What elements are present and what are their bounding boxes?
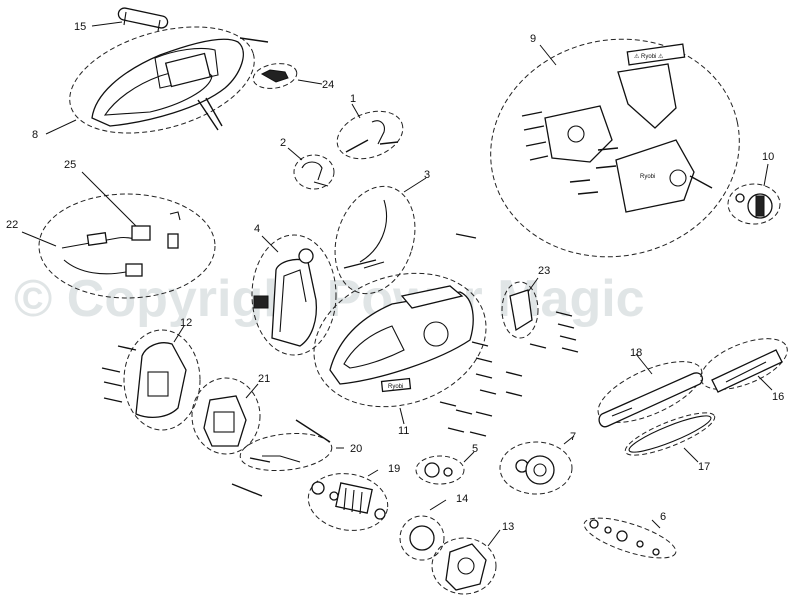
warning-label: ⚠ Ryobi ⚠ [634,53,664,60]
callout-13: 13 [502,521,514,533]
callout-17: 17 [698,461,710,473]
callout-5: 5 [472,443,478,455]
callout-7: 7 [570,431,576,443]
part-group-8-left-housing [69,7,269,134]
part-group-19-armature [307,469,389,531]
part-group-2 [287,147,335,190]
callout-11: 11 [398,425,409,437]
copyright-watermark: © Copyright Power Magic [14,270,645,328]
part-group-1 [336,103,404,160]
callout-9: 9 [530,33,536,45]
part-group-6 [583,517,677,559]
part-group-9: ⚠ Ryobi ⚠ Ryobi [490,38,740,258]
callout-23: 23 [538,265,550,277]
part-group-5 [415,451,475,485]
part-group-14 [399,499,447,561]
callout-22: 22 [6,219,18,231]
part-group-23 [501,277,539,339]
part-group-3 [334,177,427,295]
callout-25: 25 [64,159,76,171]
callout-numbers: 1 2 3 4 5 6 7 8 9 10 11 12 13 14 15 16 1… [6,21,784,533]
part-group-21 [191,377,261,455]
callout-21: 21 [258,373,270,385]
callout-3: 3 [424,169,430,181]
callout-4: 4 [254,223,260,235]
part-group-4 [251,234,337,356]
loose-screws [439,311,579,437]
callout-6: 6 [660,511,666,523]
part-group-12 [101,325,201,431]
part-group-17-chain [624,412,716,463]
callout-14: 14 [456,493,468,505]
part-group-20 [231,419,344,497]
callout-15: 15 [74,21,86,33]
callout-24: 24 [322,79,334,91]
callout-12: 12 [180,317,192,329]
part-group-24 [252,63,323,89]
part-group-11-main-housing: Ryobi [313,233,487,425]
callout-20: 20 [350,443,362,455]
callout-2: 2 [280,137,286,149]
part-group-10 [727,163,781,225]
part-group-18-guide-bar [597,353,704,428]
callout-16: 16 [772,391,784,403]
part-group-13 [431,529,501,595]
callout-10: 10 [762,151,774,163]
callout-18: 18 [630,347,642,359]
part-group-7 [499,435,575,495]
part-group-22-cable [21,171,216,299]
callout-1: 1 [350,93,356,105]
part-group-16-bar-cover [700,338,788,393]
housing-brand-label: Ryobi [388,384,403,390]
cover-brand-label: Ryobi [640,174,655,180]
callout-8: 8 [32,129,38,141]
callout-19: 19 [388,463,400,475]
